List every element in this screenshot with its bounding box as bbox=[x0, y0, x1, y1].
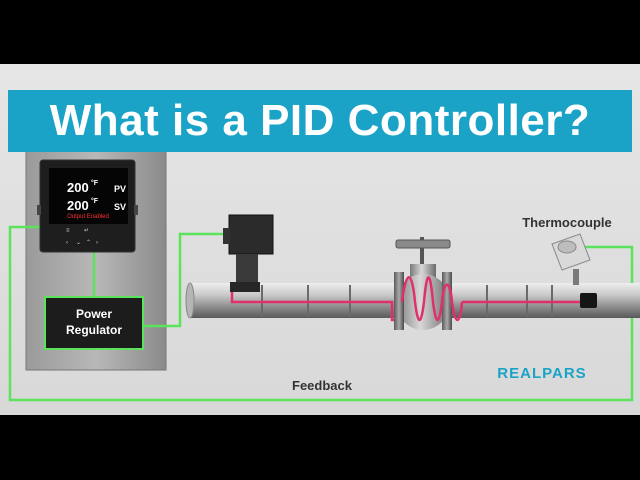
power-regulator-label-line2: Regulator bbox=[66, 323, 122, 337]
gate-valve bbox=[394, 237, 464, 330]
sv-value: 200 bbox=[67, 198, 89, 213]
valve-stem bbox=[420, 237, 424, 267]
pipe-end bbox=[185, 282, 195, 319]
up-button-icon[interactable]: ⌃ bbox=[86, 239, 91, 246]
controller-screen bbox=[49, 168, 128, 224]
realpars-logo: REALPARS bbox=[497, 365, 586, 382]
thermocouple-sensor bbox=[551, 233, 591, 285]
controller-buttons: ≡ ↵ ‹ ⌄ ⌃ › bbox=[66, 228, 98, 246]
valve-flange-right bbox=[442, 272, 452, 330]
heater-actuator bbox=[223, 214, 274, 292]
pv-label: PV bbox=[114, 184, 126, 194]
back-button-icon[interactable]: ‹ bbox=[66, 240, 68, 246]
valve-handwheel[interactable] bbox=[395, 239, 451, 249]
regulator-to-actuator-wire bbox=[143, 232, 230, 328]
forward-button-icon[interactable]: › bbox=[96, 240, 98, 246]
pv-unit: °F bbox=[91, 179, 99, 187]
bezel-clip-left bbox=[37, 205, 41, 215]
bezel-clip-right bbox=[134, 205, 138, 215]
actuator-connector bbox=[223, 228, 230, 244]
actuator-stem bbox=[236, 254, 258, 284]
actuator-base bbox=[230, 282, 260, 292]
output-status: Output Enabled bbox=[67, 214, 109, 220]
power-regulator-box bbox=[44, 296, 144, 350]
pv-value: 200 bbox=[67, 180, 89, 195]
valve-flange-left bbox=[394, 272, 404, 330]
pid-diagram: 200 °F PV 200 °F SV Output Enabled ≡ ↵ ‹… bbox=[8, 149, 640, 402]
thermocouple-label: Thermocouple bbox=[522, 215, 612, 230]
power-regulator: Power Regulator bbox=[44, 296, 144, 350]
actuator-head bbox=[228, 214, 274, 255]
menu-button-icon[interactable]: ≡ bbox=[66, 228, 70, 234]
thermocouple-probe bbox=[573, 269, 579, 285]
pid-controller: 200 °F PV 200 °F SV Output Enabled ≡ ↵ ‹… bbox=[37, 159, 138, 253]
sv-label: SV bbox=[114, 202, 126, 212]
trace-end-cap bbox=[580, 293, 597, 308]
power-regulator-label-line1: Power bbox=[76, 307, 112, 321]
return-button-icon[interactable]: ↵ bbox=[84, 228, 89, 234]
down-button-icon[interactable]: ⌄ bbox=[76, 240, 81, 246]
feedback-label: Feedback bbox=[292, 378, 353, 393]
title-banner: What is a PID Controller? bbox=[8, 90, 632, 152]
valve-heat-trace bbox=[400, 276, 464, 322]
thermocouple-cap bbox=[557, 240, 577, 254]
page-title: What is a PID Controller? bbox=[49, 96, 591, 145]
sv-unit: °F bbox=[91, 197, 99, 205]
